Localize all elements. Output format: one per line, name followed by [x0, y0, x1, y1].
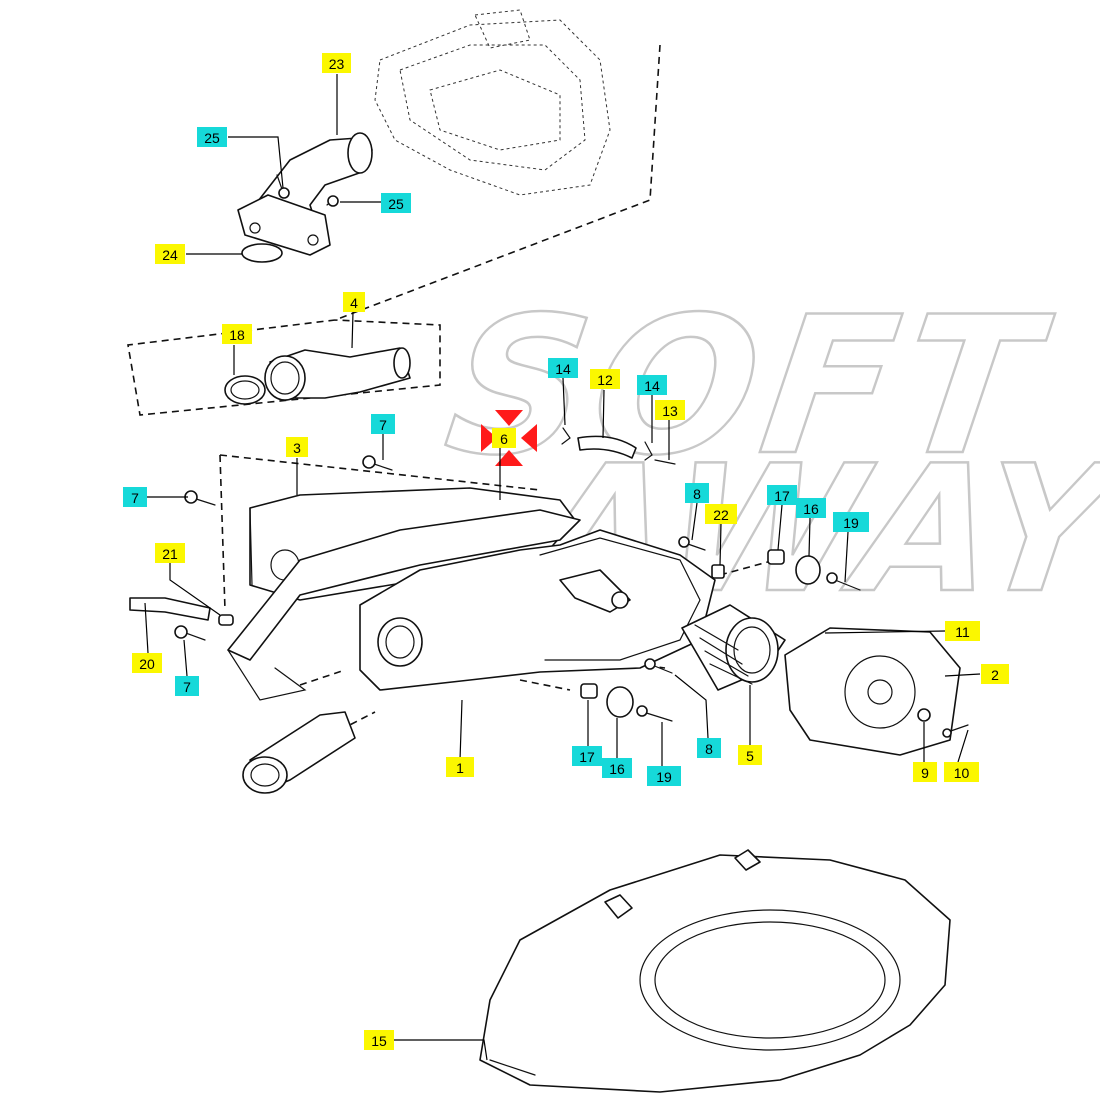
- callout-label-23: 23: [322, 53, 351, 73]
- callout-label-10: 10: [944, 762, 979, 782]
- callout-label-8-upper: 8: [685, 483, 709, 503]
- svg-text:6: 6: [500, 431, 508, 447]
- svg-text:22: 22: [713, 507, 729, 523]
- callout-label-4: 4: [343, 292, 365, 312]
- callout-label-3: 3: [286, 437, 308, 457]
- svg-text:7: 7: [379, 417, 387, 433]
- callout-label-18: 18: [222, 324, 252, 344]
- callout-label-20: 20: [132, 653, 162, 673]
- svg-text:16: 16: [803, 501, 819, 517]
- svg-text:20: 20: [139, 656, 155, 672]
- filter-cover: [784, 627, 969, 756]
- svg-text:2: 2: [991, 667, 999, 683]
- callout-label-16-lower: 16: [602, 758, 632, 778]
- callout-label-21: 21: [155, 543, 185, 563]
- callout-label-6: 6: [492, 428, 516, 448]
- side-cover-panel: [479, 849, 951, 1093]
- svg-text:14: 14: [555, 361, 571, 377]
- airbox-gasket: [227, 509, 581, 661]
- callout-label-25-upper: 25: [197, 127, 227, 147]
- callout-label-22: 22: [705, 504, 737, 524]
- callout-label-25-lower: 25: [381, 193, 411, 213]
- callout-label-15: 15: [364, 1030, 394, 1050]
- svg-text:7: 7: [131, 490, 139, 506]
- svg-text:14: 14: [644, 378, 660, 394]
- callout-label-17-lower: 17: [572, 746, 602, 766]
- svg-text:10: 10: [954, 765, 970, 781]
- svg-text:3: 3: [293, 440, 301, 456]
- airbox-housing: [227, 529, 716, 701]
- callout-label-17-upper: 17: [767, 485, 797, 505]
- softaway-watermark: SOFT AWAY: [434, 276, 1100, 633]
- callout-label-2: 2: [981, 664, 1009, 684]
- callout-label-13: 13: [655, 400, 685, 420]
- highlight-marker: [481, 410, 537, 466]
- svg-text:18: 18: [229, 327, 245, 343]
- callout-label-7-top: 7: [371, 414, 395, 434]
- callout-label-19-upper: 19: [833, 512, 869, 532]
- callout-label-14-right: 14: [637, 375, 667, 395]
- svg-text:5: 5: [746, 748, 754, 764]
- callout-label-7-bottom: 7: [175, 676, 199, 696]
- drain-hose-assembly: [129, 597, 234, 626]
- mount-hardware-upper: [678, 536, 861, 591]
- svg-text:21: 21: [162, 546, 178, 562]
- callout-label-14-left: 14: [548, 358, 578, 378]
- breather-hose-assembly: [561, 427, 676, 465]
- manifold-gasket-o-ring: [241, 243, 283, 263]
- callout-label-24: 24: [155, 244, 185, 264]
- callout-label-16-upper: 16: [796, 498, 826, 518]
- svg-text:13: 13: [662, 403, 678, 419]
- airbox-bolts: [174, 455, 393, 641]
- callout-labels: 23 25 25 24 4 18 14 12 14 13 7 6 3 7 8 1…: [123, 53, 1009, 1050]
- svg-text:7: 7: [183, 679, 191, 695]
- callout-label-5: 5: [738, 745, 762, 765]
- callout-label-19-lower: 19: [647, 766, 681, 786]
- svg-text:1: 1: [456, 760, 464, 776]
- callout-label-12: 12: [590, 369, 620, 389]
- callout-label-8-lower: 8: [697, 738, 721, 758]
- svg-text:8: 8: [693, 486, 701, 502]
- intake-duct-part: [264, 347, 411, 401]
- callout-label-1: 1: [446, 757, 474, 777]
- mount-hardware-lower: [580, 658, 673, 722]
- svg-text:25: 25: [388, 196, 404, 212]
- air-filter-element: [681, 604, 786, 691]
- callout-label-7-left: 7: [123, 487, 147, 507]
- callout-label-11: 11: [945, 621, 980, 641]
- svg-text:23: 23: [329, 56, 345, 72]
- svg-text:17: 17: [579, 749, 595, 765]
- svg-text:19: 19: [656, 769, 672, 785]
- svg-text:16: 16: [609, 761, 625, 777]
- engine-block-outline: [374, 9, 611, 196]
- svg-text:15: 15: [371, 1033, 387, 1049]
- callout-label-9: 9: [913, 762, 937, 782]
- svg-text:9: 9: [921, 765, 929, 781]
- intake-manifold-part: [237, 132, 373, 256]
- svg-text:8: 8: [705, 741, 713, 757]
- watermark-line1: SOFT: [435, 277, 1060, 498]
- manifold-bolts: [276, 174, 339, 207]
- svg-text:11: 11: [955, 624, 970, 640]
- intake-snorkel-tube: [242, 711, 356, 794]
- svg-text:17: 17: [774, 488, 790, 504]
- svg-text:25: 25: [204, 130, 220, 146]
- svg-text:24: 24: [162, 247, 178, 263]
- svg-text:4: 4: [350, 295, 358, 311]
- svg-text:12: 12: [597, 372, 613, 388]
- svg-text:19: 19: [843, 515, 859, 531]
- hose-clamp-part: [224, 375, 266, 405]
- callout-leaders: [144, 74, 981, 1061]
